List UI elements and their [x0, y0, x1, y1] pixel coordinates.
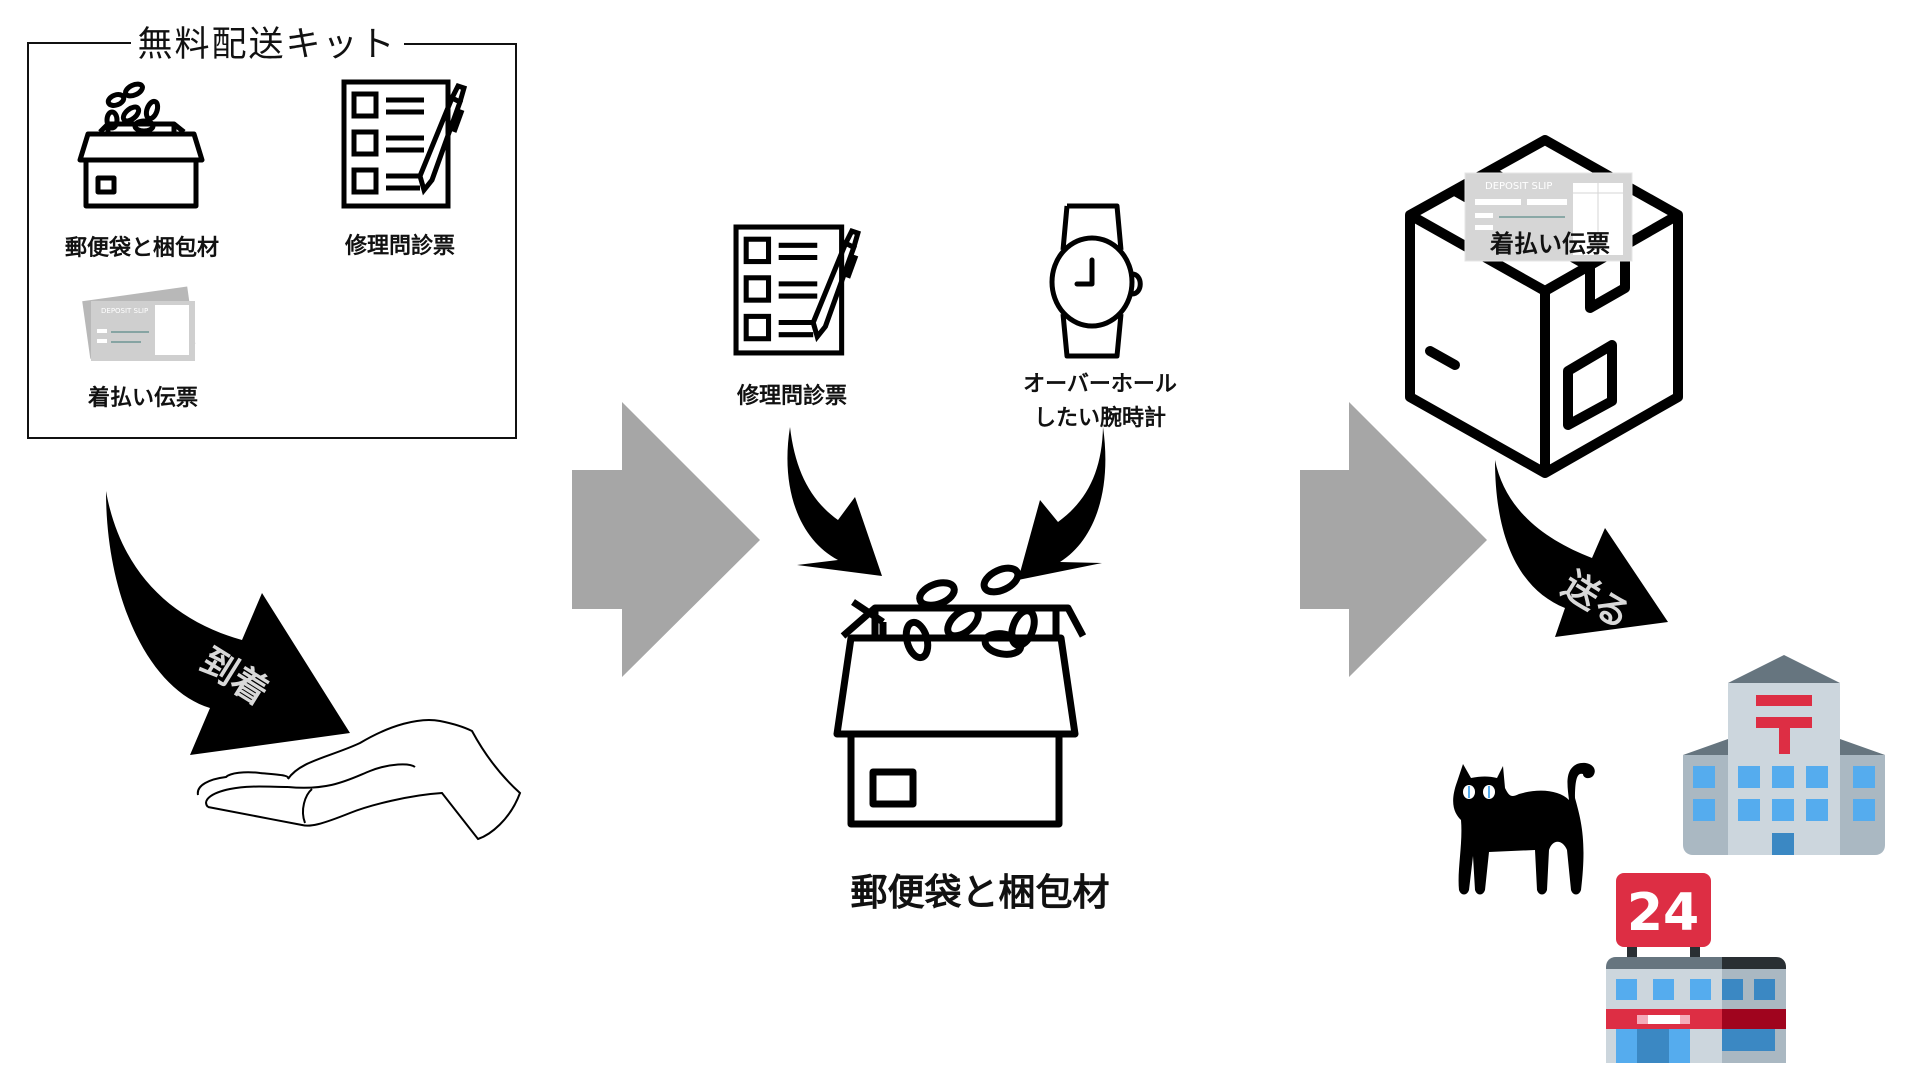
deposit-slip-icon: DEPOSIT SLIP	[82, 286, 196, 361]
clipboard-form-icon	[341, 79, 468, 209]
slip-header-text: DEPOSIT SLIP	[101, 307, 148, 315]
form-label: 修理問診票	[736, 384, 847, 409]
deposit-slip-icon: DEPOSIT SLIP	[1464, 172, 1633, 262]
convenience-store-icon: 24	[1606, 873, 1786, 1063]
packing-box-icon	[77, 81, 205, 209]
wristwatch-icon	[1049, 203, 1143, 359]
kit-item-label: 着払い伝票	[87, 386, 198, 411]
kit-item-label: 郵便袋と梱包材	[64, 236, 219, 261]
post-office-icon	[1683, 655, 1885, 855]
black-cat-icon	[1453, 762, 1595, 895]
kit-item-label: 修理問診票	[344, 234, 455, 259]
watch-label-line1: オーバーホール	[1023, 372, 1177, 397]
kit-frame-top-left	[27, 42, 131, 44]
store-sign-text: 24	[1627, 883, 1699, 943]
clipboard-form-icon	[733, 224, 861, 356]
slip-header-text: DEPOSIT SLIP	[1485, 181, 1552, 192]
watch-label-line2: したい腕時計	[1033, 406, 1166, 431]
open-hand-icon	[196, 719, 522, 841]
slip-label: 着払い伝票	[1490, 230, 1610, 258]
kit-title: 無料配送キット	[137, 25, 397, 65]
kit-frame-top-right	[404, 43, 517, 45]
box-label: 郵便袋と梱包材	[850, 871, 1110, 914]
kit-frame	[27, 43, 517, 439]
packing-box-icon	[833, 564, 1087, 828]
